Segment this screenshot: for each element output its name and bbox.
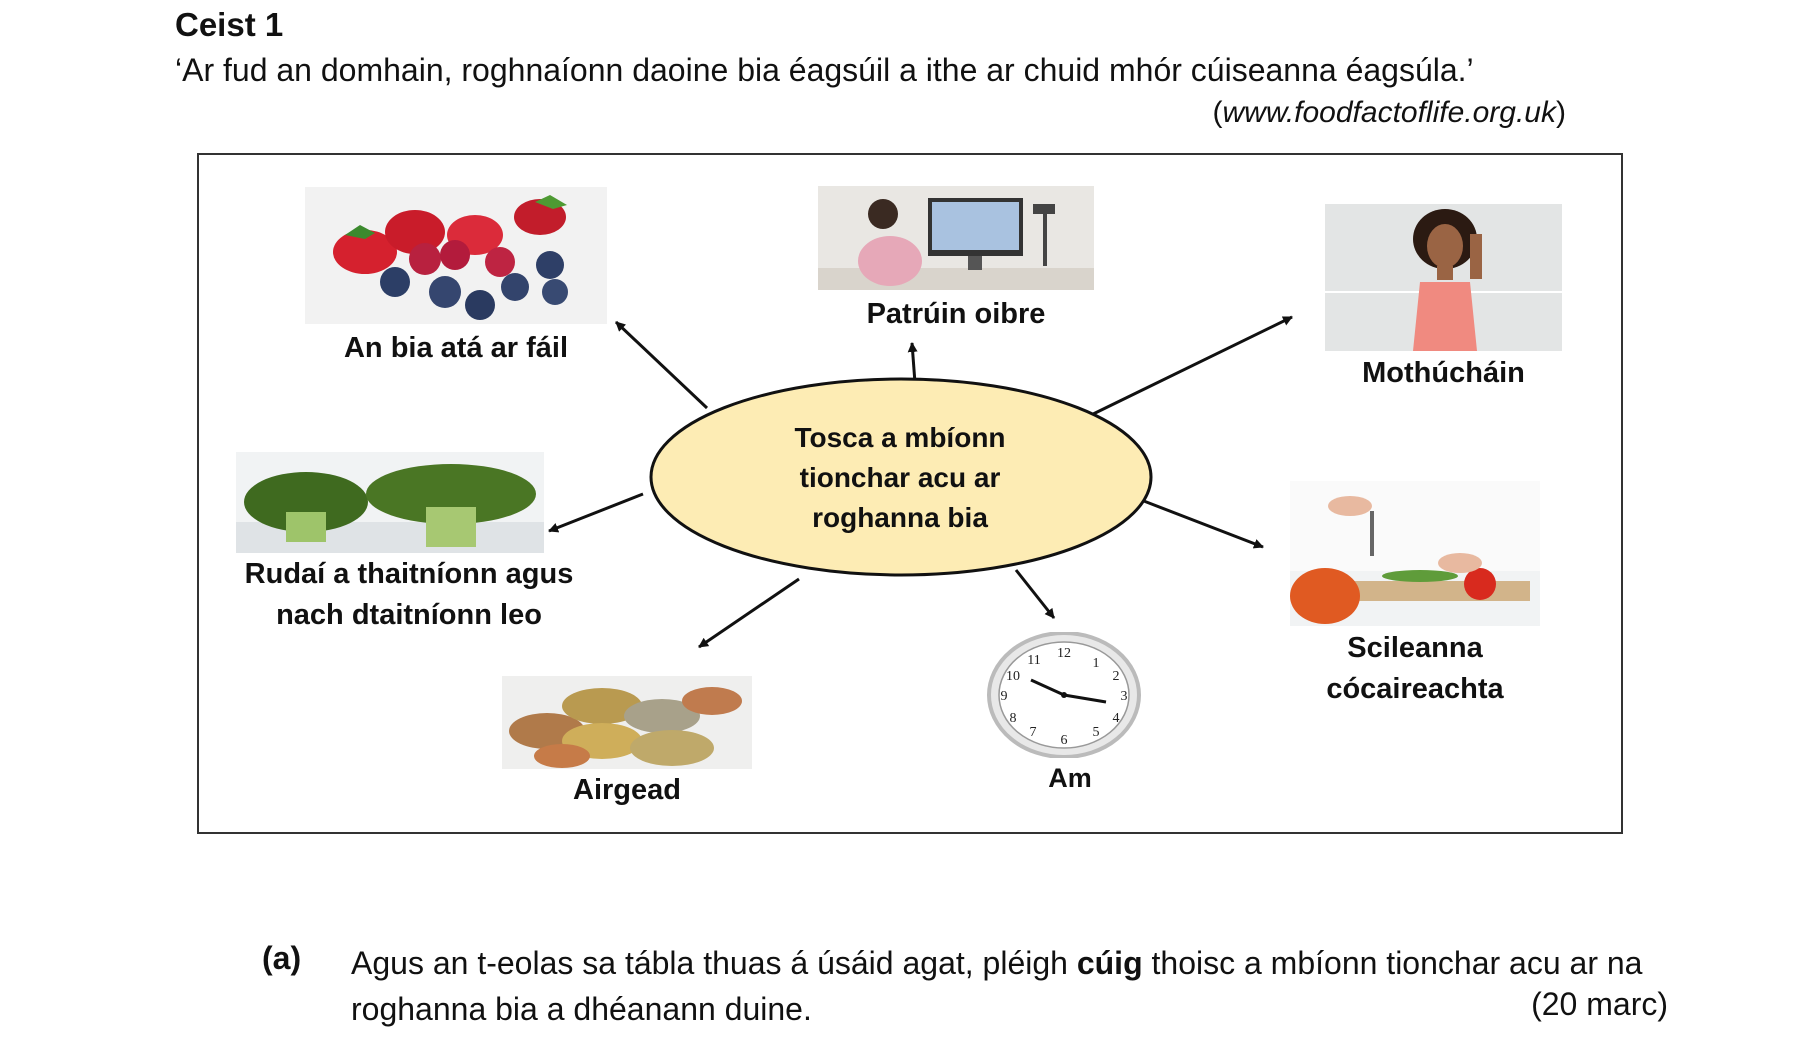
svg-text:1: 1 <box>1093 656 1100 671</box>
label-work-pattern: Patrúin oibre <box>866 298 1046 330</box>
question-title: Ceist 1 <box>175 6 284 43</box>
broccoli-image <box>236 452 544 553</box>
arrow-emotions <box>1086 315 1293 419</box>
svg-text:5: 5 <box>1093 725 1100 740</box>
arrow-money <box>698 577 800 649</box>
svg-text:2: 2 <box>1113 669 1120 684</box>
svg-text:8: 8 <box>1010 711 1017 726</box>
diagram-arrows <box>548 315 1293 649</box>
work-svg <box>818 186 1094 290</box>
arrow-likes <box>548 492 644 533</box>
broccoli-svg <box>236 464 544 553</box>
arrow-work-pattern <box>907 342 918 384</box>
berries-image <box>305 187 607 324</box>
svg-text:12: 12 <box>1057 646 1071 661</box>
source-url: www.foodfactoflife.org.uk <box>1222 96 1556 129</box>
label-skills-line-1: Scileanna <box>1347 632 1483 664</box>
cooking-svg <box>1290 481 1540 626</box>
svg-text:9: 9 <box>1001 689 1008 704</box>
label-money: Airgead <box>573 774 681 806</box>
source-open: ( <box>1212 96 1223 129</box>
label-likes: Rudaí a thaitníonn agus nach dtaitníonn … <box>226 554 592 636</box>
center-line-3: roghanna bia <box>812 502 988 533</box>
clock-image: 12 3 6 9 1 2 4 5 7 8 10 11 <box>986 631 1142 759</box>
berries-svg <box>333 195 568 320</box>
question-quote: ‘Ar fud an domhain, roghnaíonn daoine bi… <box>175 52 1474 88</box>
label-available-food: An bia atá ar fáil <box>343 332 568 364</box>
arrow-skills <box>1135 496 1264 549</box>
label-likes-line-2: nach dtaitníonn leo <box>276 599 542 631</box>
center-factor-title: Tosca a mbíonn tionchar acu ar roghanna … <box>780 418 1020 538</box>
coins-image <box>502 676 752 769</box>
part-a-bold-word: cúig <box>1076 945 1143 981</box>
label-emotions: Mothúcháin <box>1362 357 1525 389</box>
label-skills: Scileanna cócaireachta <box>1290 628 1540 710</box>
center-line-2: tionchar acu ar <box>799 462 1001 493</box>
center-ellipse <box>649 377 1153 577</box>
clock-icon: 12 3 6 9 1 2 4 5 7 8 10 11 <box>987 631 1141 759</box>
woman-svg <box>1325 204 1562 351</box>
svg-text:7: 7 <box>1030 725 1037 740</box>
label-likes-line-1: Rudaí a thaitníonn agus <box>244 558 574 590</box>
svg-text:3: 3 <box>1121 689 1128 704</box>
label-skills-line-2: cócaireachta <box>1326 673 1504 705</box>
part-a-text-after: thoisc a mbíonn tionchar acu ar na rogha… <box>351 945 1643 1027</box>
coins-svg <box>509 687 742 768</box>
part-a-label: (a) <box>262 940 302 976</box>
arrow-available-food <box>614 320 709 410</box>
center-line-1: Tosca a mbíonn <box>794 422 1006 453</box>
woman-image <box>1325 204 1562 351</box>
part-a-marks: (20 marc) <box>1531 986 1668 1022</box>
cooking-image <box>1290 481 1540 626</box>
work-image <box>818 186 1094 290</box>
quote-source: (www.foodfactoflife.org.uk) <box>1212 96 1566 130</box>
factors-diagram <box>197 153 1623 834</box>
svg-text:10: 10 <box>1006 669 1020 684</box>
part-a-question: Agus an t-eolas sa tábla thuas á úsáid a… <box>351 940 1671 1032</box>
part-a-text-before: Agus an t-eolas sa tábla thuas á úsáid a… <box>351 945 1077 981</box>
svg-text:11: 11 <box>1027 653 1040 668</box>
label-time: Am <box>1048 763 1092 793</box>
source-close: ) <box>1556 96 1566 129</box>
svg-text:4: 4 <box>1113 711 1120 726</box>
arrow-time <box>1014 569 1056 619</box>
svg-text:6: 6 <box>1061 733 1068 748</box>
